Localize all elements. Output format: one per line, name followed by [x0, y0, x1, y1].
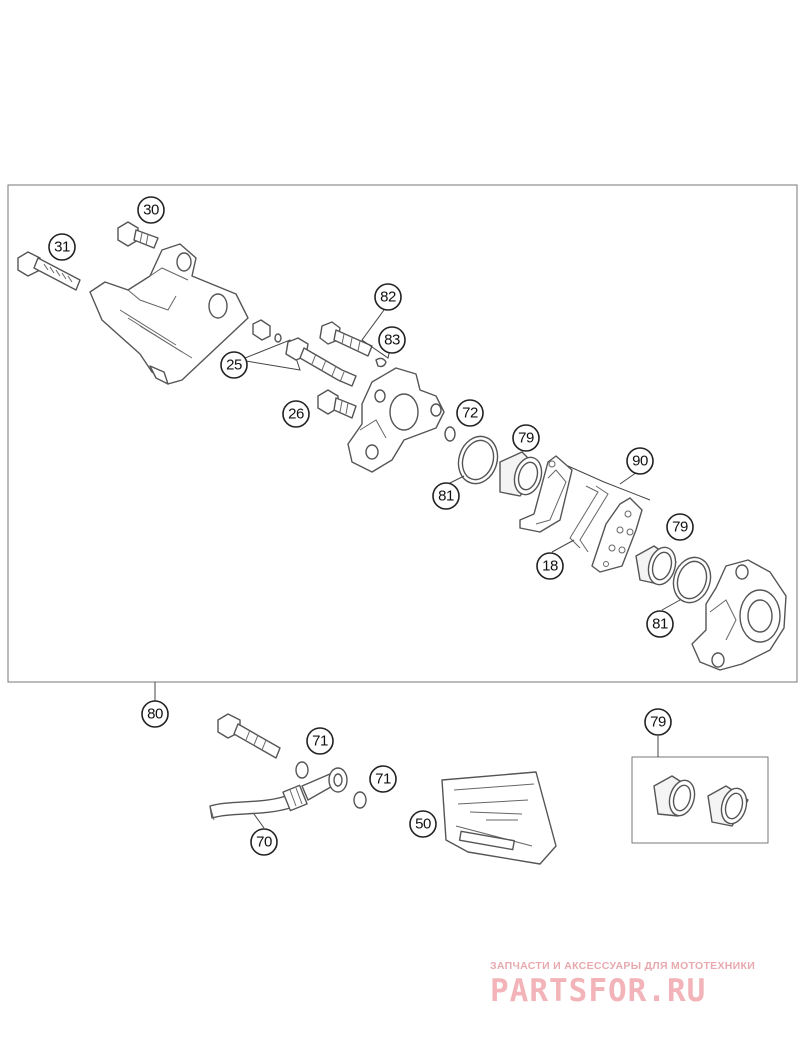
svg-text:90: 90	[632, 453, 648, 470]
callout-83: 83	[378, 326, 406, 354]
callout-82: 82	[374, 283, 402, 311]
leader-18	[551, 539, 575, 553]
banjo-bolt	[217, 713, 281, 759]
svg-text:50: 50	[415, 816, 431, 833]
callout-30: 30	[137, 196, 165, 224]
washer-71-upper	[295, 761, 309, 779]
bolt-30	[117, 221, 159, 249]
svg-text:31: 31	[54, 239, 70, 256]
callout-79-upper: 79	[512, 424, 540, 452]
watermark-subtitle: ЗАПЧАСТИ И АКСЕССУАРЫ ДЛЯ МОТОТЕХНИКИ	[490, 960, 755, 972]
callout-90: 90	[626, 447, 654, 475]
piston-79-upper	[499, 451, 543, 497]
washer-71-lower	[353, 791, 367, 809]
o-ring-72	[444, 426, 456, 442]
callout-31: 31	[48, 233, 76, 261]
callout-79-kit: 79	[644, 708, 672, 736]
callout-79-lower: 79	[666, 513, 694, 541]
callout-50: 50	[409, 810, 437, 838]
seal-ring-81-lower	[672, 556, 712, 604]
svg-text:79: 79	[650, 714, 666, 731]
pad-spring	[569, 485, 609, 553]
svg-text:79: 79	[518, 430, 534, 447]
leader-81b	[661, 599, 681, 611]
caliper-housing-left	[347, 367, 445, 473]
brake-pad-left	[519, 455, 573, 533]
callout-80: 80	[141, 700, 169, 728]
svg-text:81: 81	[652, 616, 668, 633]
assembly-frame	[7, 184, 798, 683]
callout-26: 26	[282, 400, 310, 428]
leader-70	[253, 813, 265, 829]
bolt-31	[17, 251, 81, 291]
guide-pin-82	[319, 321, 373, 357]
piston-kit-box	[631, 736, 769, 844]
svg-text:81: 81	[438, 488, 454, 505]
svg-text:82: 82	[380, 289, 396, 306]
leader-90	[567, 465, 651, 501]
svg-text:18: 18	[542, 558, 558, 575]
clip-ring	[375, 357, 387, 368]
caliper-housing-right	[691, 559, 787, 671]
callout-72: 72	[456, 399, 484, 427]
callout-71-upper: 71	[306, 727, 334, 755]
callout-25: 25	[220, 351, 248, 379]
leader-81a	[447, 475, 465, 485]
svg-text:71: 71	[375, 771, 391, 788]
svg-text:30: 30	[143, 202, 159, 219]
callout-81-lower: 81	[646, 610, 674, 638]
piston-79-lower	[635, 545, 677, 586]
svg-text:26: 26	[288, 406, 304, 423]
svg-text:79: 79	[672, 519, 688, 536]
callout-70: 70	[250, 828, 278, 856]
svg-text:70: 70	[256, 834, 272, 851]
brake-pad-right	[591, 497, 643, 573]
svg-text:83: 83	[384, 332, 400, 349]
bolt-26	[317, 389, 357, 419]
watermark-brand: PARTSFOR.RU	[490, 973, 706, 1009]
svg-text:80: 80	[147, 706, 163, 723]
brake-hose-70	[209, 767, 348, 821]
svg-text:72: 72	[462, 405, 478, 422]
caliper-bracket	[89, 243, 249, 385]
callout-18: 18	[536, 552, 564, 580]
info-sheet-50	[441, 771, 557, 865]
seal-ring-81-upper	[457, 435, 499, 485]
callout-81-upper: 81	[432, 482, 460, 510]
callout-71-lower: 71	[369, 765, 397, 793]
svg-text:25: 25	[226, 357, 242, 374]
svg-text:71: 71	[312, 733, 328, 750]
guide-pin-83	[285, 337, 357, 387]
